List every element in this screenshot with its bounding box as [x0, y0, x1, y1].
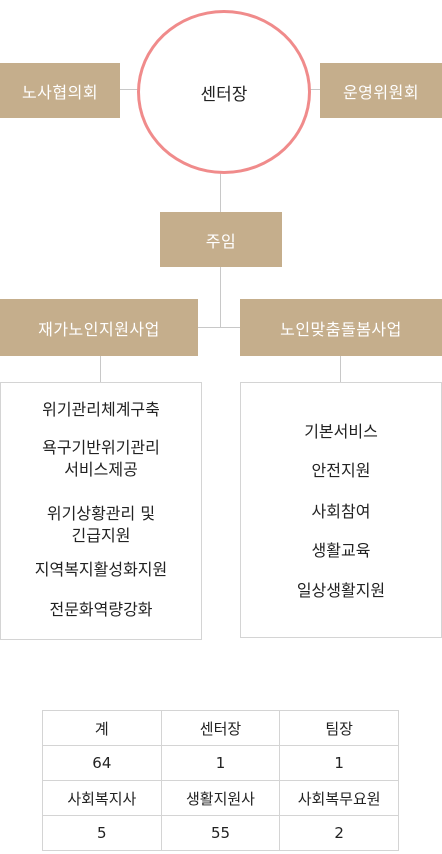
table-header-cell: 팀장 [279, 710, 399, 746]
center-director-label: 센터장 [200, 84, 248, 105]
right-committee-box: 운영위원회 [320, 63, 442, 118]
left-program-item: 욕구기반위기관리 서비스제공 [42, 438, 160, 479]
right-program-item: 안전지원 [311, 461, 371, 480]
table-header-cell: 생활지원사 [160, 780, 281, 816]
left-program-item: 전문화역량강화 [49, 600, 153, 619]
right-program-item: 기본서비스 [304, 422, 378, 441]
left-program-panel: 위기관리체계구축 욕구기반위기관리 서비스제공 위기상황관리 및 긴급지원 지역… [0, 382, 202, 640]
left-program-box: 재가노인지원사업 [0, 299, 198, 356]
right-program-box: 노인맞춤돌봄사업 [240, 299, 442, 356]
supervisor-box: 주임 [160, 212, 282, 267]
table-header-cell: 사회복무요원 [279, 780, 399, 816]
table-value-cell: 64 [42, 745, 162, 781]
connector-programs-horizontal [198, 327, 242, 328]
table-row: 64 1 1 [42, 745, 399, 781]
right-program-item: 생활교육 [311, 541, 371, 560]
table-row: 계 센터장 팀장 [42, 710, 399, 746]
table-header-cell: 센터장 [160, 710, 281, 746]
table-header-cell: 계 [42, 710, 162, 746]
left-program-item: 지역복지활성화지원 [34, 560, 168, 579]
table-value-cell: 2 [279, 815, 399, 851]
left-program-item: 위기상황관리 및 긴급지원 [46, 504, 156, 545]
right-program-item: 일상생활지원 [296, 581, 386, 600]
right-program-panel: 기본서비스 안전지원 사회참여 생활교육 일상생활지원 [240, 382, 442, 638]
connector-supervisor-programs [220, 267, 221, 327]
center-director-circle: 센터장 [137, 10, 311, 174]
left-program-item: 위기관리체계구축 [42, 400, 160, 419]
connector-right-committee [302, 89, 320, 90]
table-value-cell: 55 [160, 815, 281, 851]
table-row: 사회복지사 생활지원사 사회복무요원 [42, 780, 399, 816]
left-committee-box: 노사협의회 [0, 63, 120, 118]
connector-center-supervisor [220, 170, 221, 212]
connector-right-program-panel [340, 356, 341, 382]
connector-left-committee [120, 89, 140, 90]
staff-table: 계 센터장 팀장 64 1 1 사회복지사 생활지원사 사회복무요원 5 55 … [42, 710, 399, 851]
right-program-item: 사회참여 [311, 502, 371, 521]
connector-left-program-panel [100, 356, 101, 382]
table-value-cell: 5 [42, 815, 162, 851]
table-value-cell: 1 [279, 745, 399, 781]
table-value-cell: 1 [160, 745, 281, 781]
table-header-cell: 사회복지사 [42, 780, 162, 816]
table-row: 5 55 2 [42, 815, 399, 851]
